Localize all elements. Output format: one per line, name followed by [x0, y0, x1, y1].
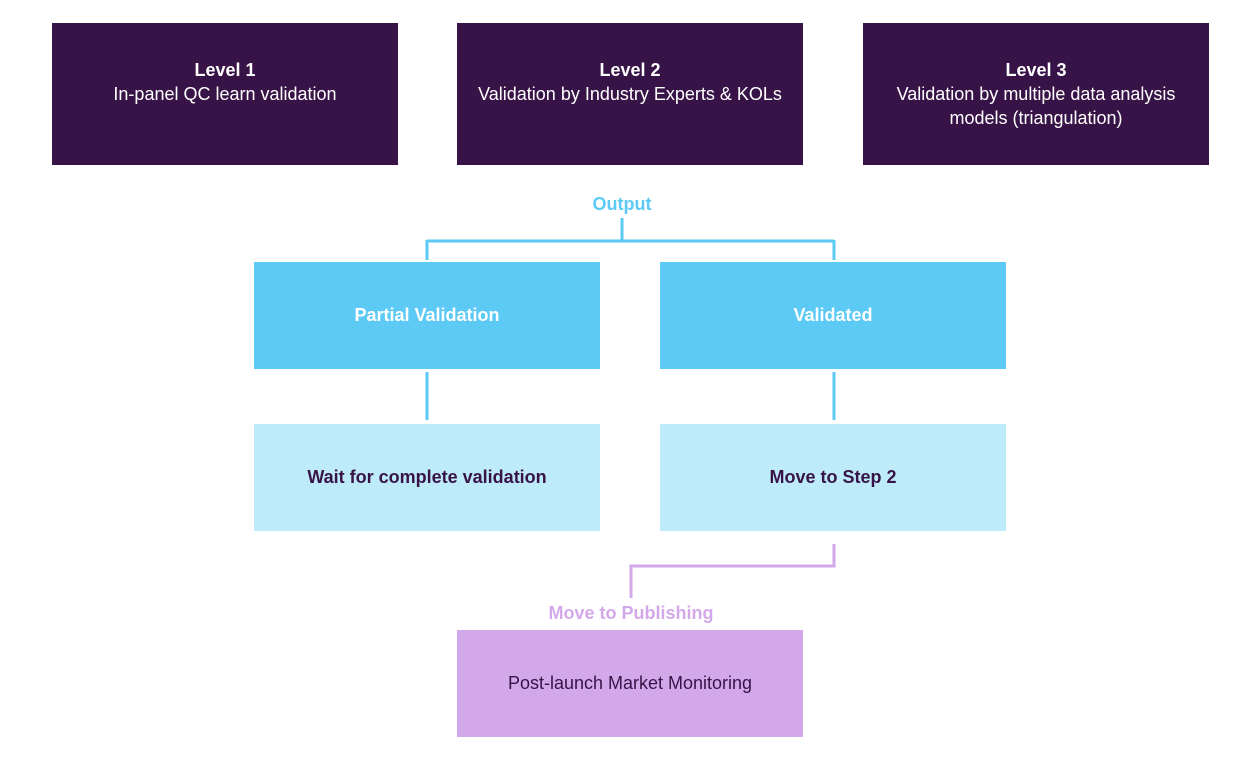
validated-box: Validated	[660, 262, 1006, 369]
partial-validation-box: Partial Validation	[254, 262, 600, 369]
wait-for-validation-box: Wait for complete validation	[254, 424, 600, 531]
move-to-step-2-label: Move to Step 2	[769, 467, 897, 487]
partial-validation-label: Partial Validation	[354, 305, 500, 325]
level-3-description-line-2: models (triangulation)	[949, 108, 1123, 128]
post-launch-monitoring-box: Post-launch Market Monitoring	[457, 630, 803, 737]
level-1-box: Level 1 In-panel QC learn validation	[52, 23, 398, 165]
wait-for-validation-label: Wait for complete validation	[307, 467, 547, 487]
output-connector	[425, 218, 836, 260]
level-1-description: In-panel QC learn validation	[113, 84, 337, 104]
level-3-title: Level 3	[1005, 60, 1067, 80]
step2-to-publishing-connector	[629, 544, 836, 598]
level-2-box: Level 2 Validation by Industry Experts &…	[457, 23, 803, 165]
post-launch-monitoring-label: Post-launch Market Monitoring	[507, 673, 753, 693]
level-3-description-line-1: Validation by multiple data analysis	[896, 84, 1176, 104]
move-to-publishing-label: Move to Publishing	[548, 603, 714, 623]
validated-label: Validated	[793, 305, 873, 325]
level-3-box: Level 3 Validation by multiple data anal…	[863, 23, 1209, 165]
level-1-title: Level 1	[194, 60, 256, 80]
level-2-title: Level 2	[599, 60, 661, 80]
move-to-step-2-box: Move to Step 2	[660, 424, 1006, 531]
output-label: Output	[592, 194, 652, 214]
level-2-description: Validation by Industry Experts & KOLs	[478, 84, 782, 104]
